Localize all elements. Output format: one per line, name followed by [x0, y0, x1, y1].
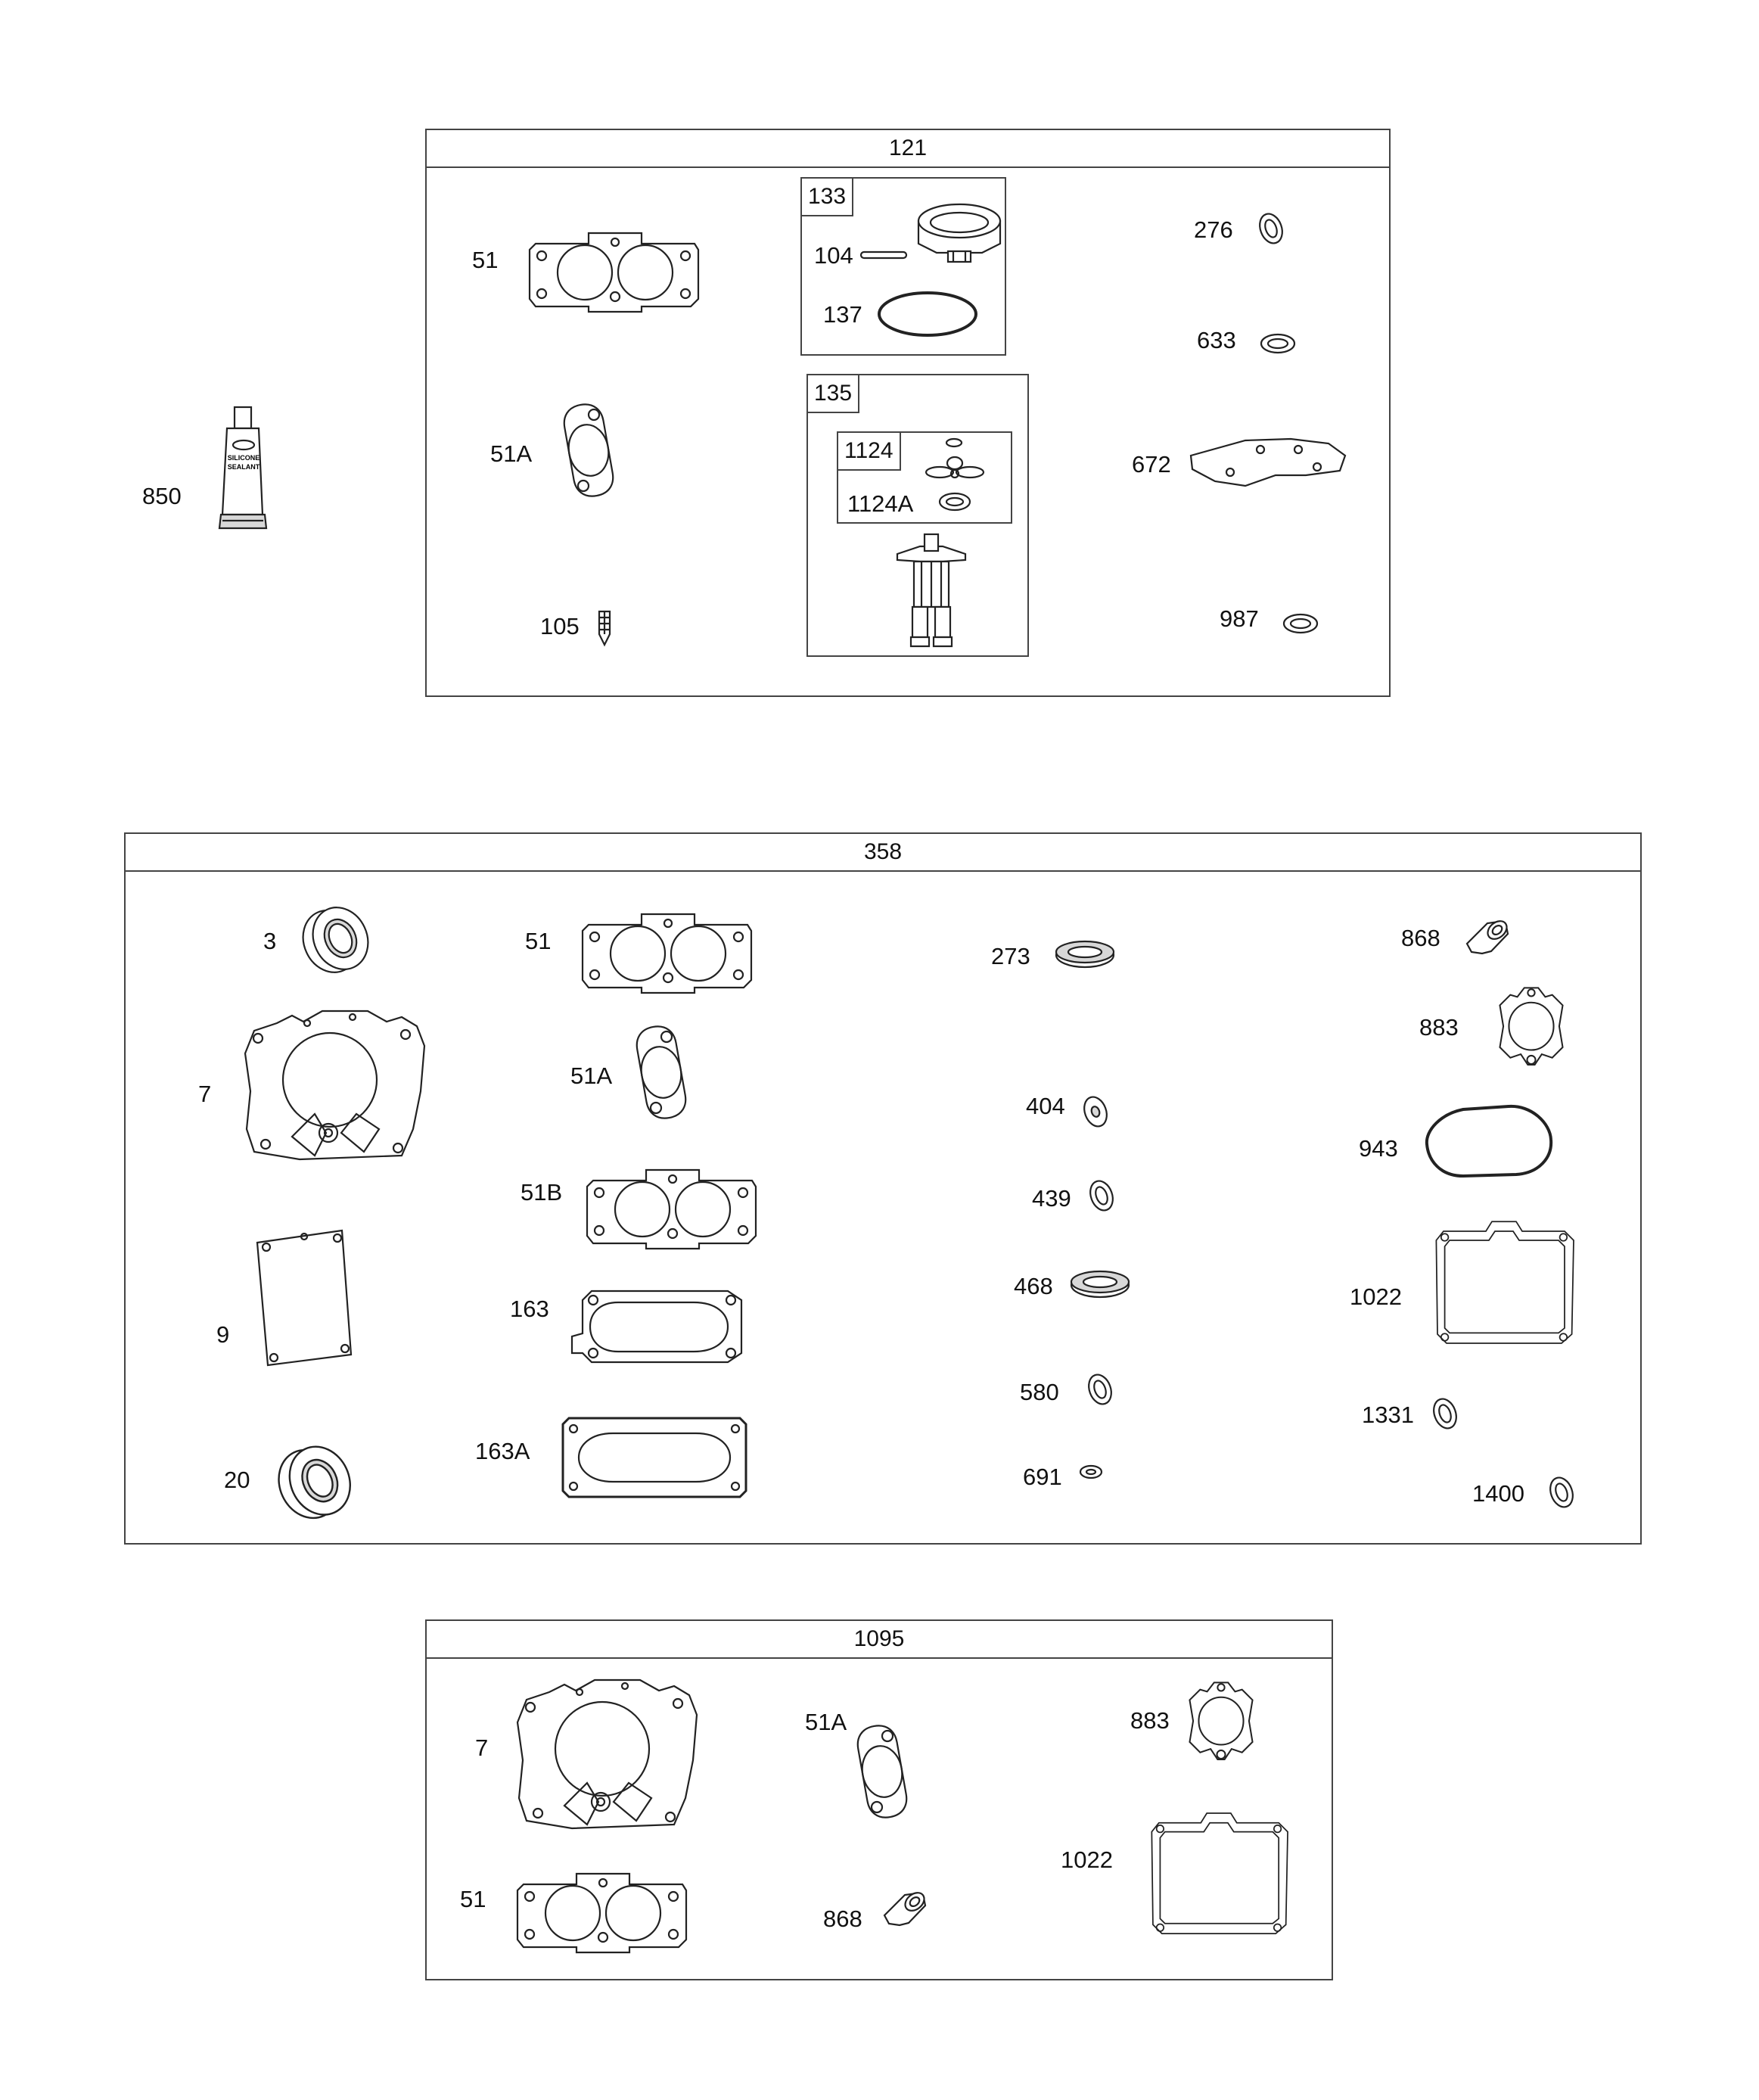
part-label-404: 404: [1026, 1093, 1065, 1119]
cylinder-head-gasket-1095-part[interactable]: [504, 1669, 708, 1843]
kit-1095-panel: 1095: [425, 1619, 1333, 1980]
part-label-943: 943: [1359, 1135, 1398, 1162]
kit-133-box: 133: [800, 177, 1006, 356]
kit-1124-box: 1124: [837, 431, 1012, 524]
intake-flange-gasket-358-part[interactable]: [631, 1022, 691, 1122]
fuel-pickup-part[interactable]: [890, 531, 973, 652]
carburetor-gasket-51b-part[interactable]: [586, 1164, 760, 1253]
washer-404-part[interactable]: [1080, 1088, 1111, 1135]
washer-1331-part[interactable]: [1428, 1395, 1462, 1435]
part-label-51a: 51A: [490, 440, 533, 467]
part-label-580: 580: [1020, 1379, 1059, 1405]
part-label-1331: 1331: [1362, 1402, 1414, 1428]
part-label-51: 51: [472, 247, 499, 273]
part-label-883: 883: [1130, 1707, 1170, 1734]
cylinder-head-gasket-part[interactable]: [232, 1000, 436, 1174]
part-label-51a: 51A: [805, 1709, 847, 1735]
washer-580-part[interactable]: [1083, 1370, 1117, 1411]
part-label-439: 439: [1032, 1185, 1071, 1212]
part-label-1400: 1400: [1472, 1480, 1524, 1507]
part-label-1022: 1022: [1350, 1283, 1402, 1310]
washer-276-part[interactable]: [1254, 210, 1288, 250]
valve-stem-seal-868-part[interactable]: [1459, 916, 1516, 960]
intake-flange-gasket-1095-part[interactable]: [852, 1722, 912, 1822]
part-label-51: 51: [460, 1886, 486, 1912]
washer-633-part[interactable]: [1259, 333, 1297, 356]
kit-121-title: 121: [427, 130, 1389, 168]
part-label-20: 20: [224, 1467, 250, 1493]
primer-oring-part[interactable]: [937, 490, 973, 513]
part-label-104: 104: [814, 242, 853, 269]
breather-gasket-1095-part[interactable]: [1176, 1675, 1266, 1769]
seal-468-part[interactable]: [1070, 1268, 1133, 1302]
plate-gasket-672-part[interactable]: [1185, 433, 1348, 489]
part-label-1124a: 1124A: [847, 490, 914, 517]
part-label-105: 105: [540, 613, 580, 639]
kit-121-panel: 121: [425, 129, 1391, 697]
oring-943-part[interactable]: [1418, 1100, 1555, 1181]
part-label-868: 868: [1401, 925, 1440, 951]
primer-small-oring-part[interactable]: [944, 437, 964, 448]
part-label-468: 468: [1014, 1273, 1053, 1299]
part-label-883: 883: [1419, 1014, 1459, 1041]
carburetor-gasket-part[interactable]: [528, 227, 702, 316]
float-pin-part[interactable]: [859, 250, 908, 260]
rocker-cover-gasket-1095-part[interactable]: [1147, 1798, 1291, 1949]
carburetor-gasket-358-part[interactable]: [581, 908, 755, 997]
kit-358-title: 358: [126, 834, 1640, 872]
kit-135-box: 135: [806, 374, 1029, 657]
part-label-672: 672: [1132, 451, 1171, 478]
carburetor-float-part[interactable]: [914, 198, 1005, 266]
kit-358-panel: 358: [124, 832, 1642, 1545]
part-label-868: 868: [823, 1906, 862, 1932]
washer-987-part[interactable]: [1282, 613, 1319, 636]
kit-1124-label: 1124: [838, 433, 901, 471]
part-label-137: 137: [823, 301, 862, 328]
part-label-276: 276: [1194, 216, 1233, 243]
part-label-9: 9: [216, 1321, 230, 1348]
diaphragm-part[interactable]: [925, 456, 985, 483]
kit-133-label: 133: [802, 179, 854, 216]
part-label-51b: 51B: [521, 1179, 563, 1206]
part-label-51a: 51A: [570, 1062, 613, 1089]
rocker-cover-gasket-1022-part[interactable]: [1431, 1202, 1577, 1364]
seal-273-part[interactable]: [1055, 938, 1118, 972]
sealant-tube-icon: SILICONE SEALANT: [218, 406, 268, 530]
part-label-1022: 1022: [1061, 1846, 1113, 1873]
float-bowl-gasket-part[interactable]: [876, 289, 979, 339]
kit-1095-title: 1095: [427, 1621, 1332, 1659]
part-label-987: 987: [1220, 605, 1259, 632]
oil-seal-3-part[interactable]: [292, 898, 379, 982]
part-label-51: 51: [525, 928, 552, 954]
svg-text:SEALANT: SEALANT: [228, 463, 260, 471]
needle-valve-part[interactable]: [595, 608, 614, 648]
cover-gasket-9-part[interactable]: [251, 1227, 357, 1367]
part-label-163: 163: [510, 1296, 549, 1322]
exhaust-gasket-163a-part[interactable]: [560, 1415, 749, 1500]
breather-gasket-883-part[interactable]: [1486, 981, 1577, 1075]
tube-text: SILICONE: [228, 454, 260, 462]
part-label-3: 3: [263, 928, 277, 954]
part-label-273: 273: [991, 943, 1030, 969]
part-label-7: 7: [475, 1734, 489, 1761]
part-label-163a: 163A: [475, 1438, 530, 1464]
part-label-7: 7: [198, 1081, 212, 1107]
part-label-850: 850: [142, 483, 182, 509]
part-label-633: 633: [1197, 327, 1236, 353]
kit-135-label: 135: [808, 375, 860, 413]
valve-stem-seal-1095-part[interactable]: [876, 1888, 934, 1931]
oil-seal-20-part[interactable]: [266, 1436, 362, 1529]
carburetor-gasket-1095-part[interactable]: [516, 1868, 690, 1957]
washer-1400-part[interactable]: [1545, 1473, 1578, 1514]
part-label-691: 691: [1023, 1464, 1062, 1490]
washer-439-part[interactable]: [1085, 1177, 1118, 1217]
exhaust-gasket-163-part[interactable]: [569, 1283, 746, 1368]
intake-flange-gasket-part[interactable]: [558, 400, 619, 500]
washer-691-part[interactable]: [1077, 1464, 1105, 1480]
